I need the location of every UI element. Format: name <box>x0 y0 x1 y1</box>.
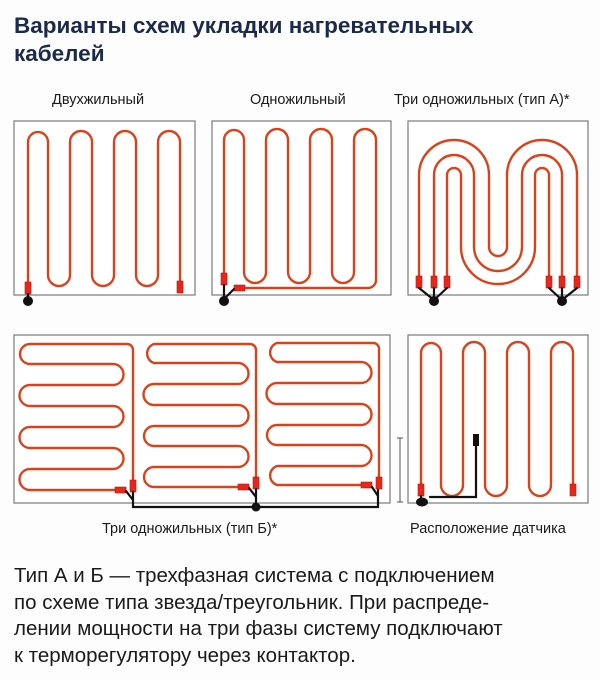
heating-cable <box>26 129 182 288</box>
junction-icon <box>251 502 261 512</box>
connector-icon <box>237 483 250 491</box>
power-junction-icon <box>23 296 33 306</box>
star-junction-icon <box>429 296 439 306</box>
heating-cable <box>419 340 575 498</box>
panel-frame <box>211 120 392 296</box>
power-junction-icon <box>416 497 428 507</box>
panel-frame <box>13 334 391 504</box>
connector-icon <box>417 483 425 497</box>
label-single-core: Одножильный <box>250 92 346 108</box>
label-three-single-core-type-b: Три одножильных (тип Б)* <box>102 521 278 537</box>
heating-cable-1 <box>18 342 135 492</box>
connector-icon <box>252 476 260 490</box>
note-line-3: лении мощности на три фазы систему подкл… <box>14 617 503 640</box>
connector-icon <box>558 275 566 289</box>
sensor-lead <box>428 444 478 499</box>
connector-icon <box>430 275 438 289</box>
heating-cable-1 <box>417 138 579 280</box>
heating-cable-2 <box>432 153 564 280</box>
heating-cable-3 <box>445 166 551 286</box>
note-line-4: к терморегулятору через контактор. <box>14 643 356 667</box>
diagram-three-single-core-type-a <box>407 120 589 306</box>
connector-icon <box>24 281 32 295</box>
page-title: Варианты схем укладки нагревательных каб… <box>14 12 594 68</box>
star-junction-icon <box>557 296 567 306</box>
heating-cable-2 <box>142 342 258 489</box>
page-title-line-2: кабелей <box>14 41 105 66</box>
panel-frame <box>13 120 196 296</box>
connector-icon <box>129 479 137 493</box>
label-three-single-core-type-a: Три одножильных (тип А)* <box>394 92 570 108</box>
label-sensor-location: Расположение датчика <box>410 521 566 537</box>
page-title-line-1: Варианты схем укладки нагревательных <box>14 13 474 38</box>
note-line-1: Тип А и Б — трехфазная система с подключ… <box>14 564 495 587</box>
end-cap-icon <box>176 280 184 294</box>
power-junction-icon <box>219 296 229 306</box>
dimension-marker <box>397 437 403 503</box>
connector-icon <box>114 486 127 494</box>
diagram-three-single-core-type-b <box>13 334 403 512</box>
connector-icon <box>443 275 451 289</box>
connector-icon <box>360 481 373 489</box>
connector-icon <box>220 272 228 286</box>
panel-frame <box>407 120 589 296</box>
heating-cable <box>222 127 378 290</box>
panel-frame <box>407 334 589 504</box>
connector-icon <box>573 275 581 289</box>
note-paragraph: Тип А и Б — трехфазная система с подключ… <box>14 563 594 669</box>
temperature-sensor-icon <box>473 434 479 446</box>
diagram-single-core <box>211 120 392 306</box>
connector-icon <box>545 275 553 289</box>
diagram-two-core <box>13 120 196 306</box>
connector-icon <box>233 284 246 292</box>
end-cap-icon <box>569 483 577 497</box>
note-line-2: по схеме типа звезда/треугольник. При ра… <box>14 590 490 614</box>
cable-layout-diagrams: .cab { fill: none; stroke: #d9431c; stro… <box>13 120 589 512</box>
diagram-sensor-location <box>407 334 589 507</box>
heating-cable-3 <box>265 341 381 487</box>
label-two-core: Двухжильный <box>52 92 145 108</box>
connector-icon <box>375 476 383 490</box>
connector-icon <box>415 275 423 289</box>
